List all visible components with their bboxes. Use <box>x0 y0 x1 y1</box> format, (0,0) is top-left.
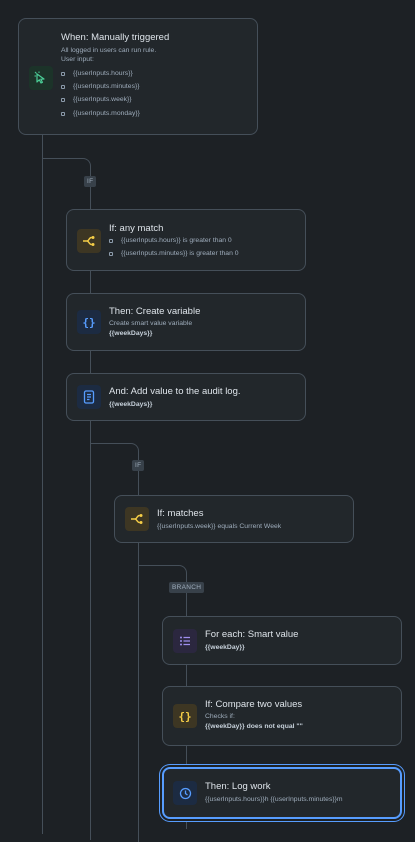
if-tag: IF <box>84 176 97 187</box>
connector-line <box>186 664 187 687</box>
user-input-item: {{userInputs.week}} <box>61 96 132 103</box>
log-work-title: Then: Log work <box>205 781 271 792</box>
log-work-card[interactable]: Then: Log work {{userInputs.hours}}h {{u… <box>162 767 402 819</box>
if-matches-card[interactable]: If: matches {{userInputs.week}} equals C… <box>114 495 354 543</box>
if-matches-condition: {{userInputs.week}} equals Current Week <box>157 523 282 530</box>
connector-line <box>42 134 43 834</box>
if-tag: IF <box>132 460 145 471</box>
create-variable-desc: Create smart value variable <box>109 320 193 327</box>
trigger-permission-text: All logged in users can run rule. <box>61 47 157 54</box>
compare-values-desc: Checks if: <box>205 713 235 720</box>
list-icon <box>173 629 197 653</box>
connector-line <box>90 270 91 294</box>
compare-values-card[interactable]: {} If: Compare two values Checks if: {{w… <box>162 686 402 746</box>
for-each-card[interactable]: For each: Smart value {{weekDay}} <box>162 616 402 665</box>
condition-item: {{userInputs.hours}} is greater than 0 <box>109 237 232 244</box>
create-variable-title: Then: Create variable <box>109 306 201 317</box>
user-input-item: {{userInputs.hours}} <box>61 70 133 77</box>
branch-icon <box>125 507 149 531</box>
if-any-match-card[interactable]: If: any match {{userInputs.hours}} is gr… <box>66 209 306 271</box>
connector-line <box>90 350 91 374</box>
trigger-card[interactable]: When: Manually triggered All logged in u… <box>18 18 258 135</box>
condition-item: {{userInputs.minutes}} is greater than 0 <box>109 250 239 257</box>
braces-icon: {} <box>77 310 101 334</box>
connector-line <box>186 745 187 767</box>
for-each-value: {{weekDay}} <box>205 644 245 651</box>
connector-line <box>186 819 187 829</box>
if-any-match-title: If: any match <box>109 223 164 234</box>
clock-icon <box>173 781 197 805</box>
for-each-title: For each: Smart value <box>205 629 299 640</box>
trigger-input-label: User input: <box>61 56 94 63</box>
log-work-value: {{userInputs.hours}}h {{userInputs.minut… <box>205 796 343 803</box>
variable-name: {{weekDays}} <box>109 330 153 337</box>
branch-tag: BRANCH <box>169 582 205 593</box>
if-matches-title: If: matches <box>157 508 204 519</box>
audit-log-title: And: Add value to the audit log. <box>109 386 241 397</box>
compare-values-title: If: Compare two values <box>205 699 303 710</box>
user-input-item: {{userInputs.minutes}} <box>61 83 140 90</box>
compare-values-condition: {{weekDay}} does not equal "" <box>205 723 303 730</box>
audit-log-icon <box>77 385 101 409</box>
audit-log-card[interactable]: And: Add value to the audit log. {{weekD… <box>66 373 306 421</box>
branch-icon <box>77 229 101 253</box>
audit-log-value: {{weekDays}} <box>109 401 153 408</box>
create-variable-card[interactable]: {} Then: Create variable Create smart va… <box>66 293 306 351</box>
cursor-click-icon <box>29 66 53 90</box>
connector-line <box>90 420 91 840</box>
connector-line <box>138 542 139 842</box>
trigger-title: When: Manually triggered <box>61 32 170 43</box>
user-input-item: {{userInputs.monday}} <box>61 110 140 117</box>
braces-icon: {} <box>173 704 197 728</box>
